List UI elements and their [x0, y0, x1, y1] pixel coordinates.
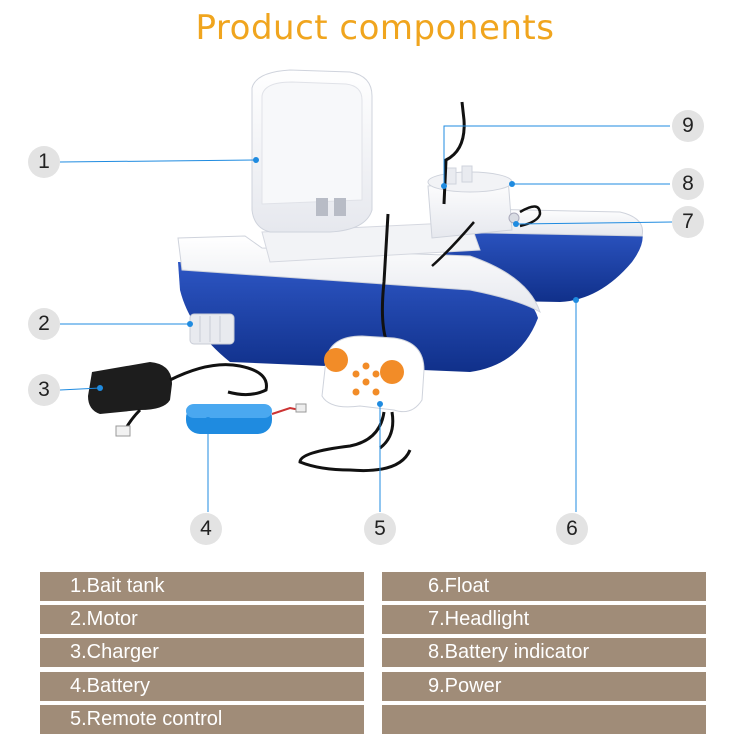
legend-item: 8.Battery indicator	[382, 638, 706, 667]
legend-item: 9.Power	[382, 672, 706, 701]
motor	[189, 313, 235, 345]
callout-4: 4	[190, 513, 222, 545]
legend-item: 2.Motor	[40, 605, 364, 634]
callout-6: 6	[556, 513, 588, 545]
remote-control	[298, 335, 425, 473]
page-title: Product components	[195, 8, 555, 48]
legend-item: 6.Float	[382, 572, 706, 601]
legend-item: 4.Battery	[40, 672, 364, 701]
bait-tank	[251, 69, 373, 233]
legend-item: 3.Charger	[40, 638, 364, 667]
callout-5: 5	[364, 513, 396, 545]
legend-item: 7.Headlight	[382, 605, 706, 634]
callout-7: 7	[672, 206, 704, 238]
legend-item: 1.Bait tank	[40, 572, 364, 601]
product-illustration	[59, 69, 673, 512]
battery	[186, 403, 307, 434]
control-tower	[427, 165, 520, 239]
legend-item: 5.Remote control	[40, 705, 364, 734]
callout-9: 9	[672, 110, 704, 142]
callout-1: 1	[28, 146, 60, 178]
callout-2: 2	[28, 308, 60, 340]
callout-3: 3	[28, 374, 60, 406]
charger	[88, 362, 268, 437]
callout-8: 8	[672, 168, 704, 200]
legend-item	[382, 705, 706, 734]
